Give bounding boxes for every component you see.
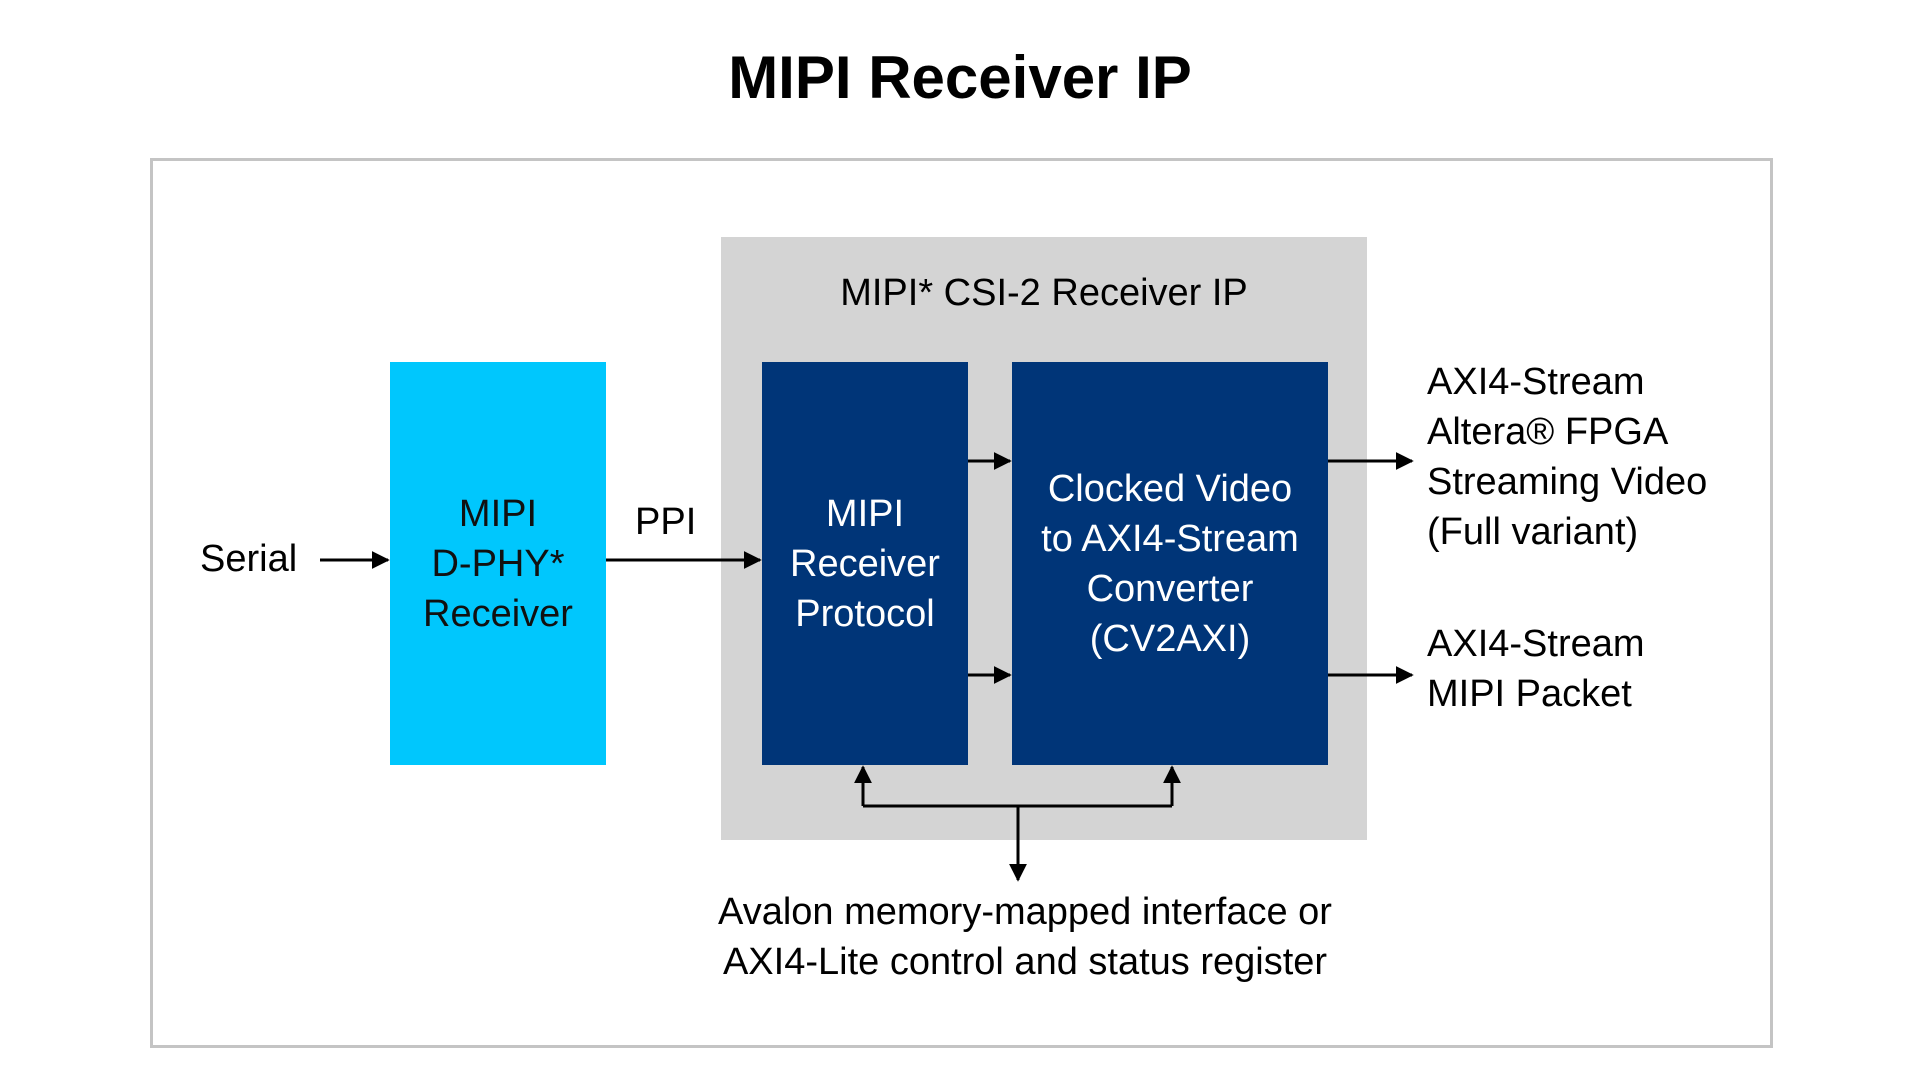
serial-input-label: Serial (200, 538, 298, 580)
dphy-receiver-block: MIPI D-PHY* Receiver (390, 362, 606, 765)
control-bus-label: Avalon memory-mapped interface or AXI4-L… (718, 891, 1332, 983)
mipi-packet-output-label: AXI4-Stream MIPI Packet (1427, 623, 1645, 715)
ppi-label: PPI (635, 501, 697, 543)
receiver-protocol-block: MIPI Receiver Protocol (762, 362, 968, 765)
diagram-frame (150, 158, 1773, 1048)
diagram-title: MIPI Receiver IP (728, 44, 1192, 111)
streaming-video-output-label: AXI4-Stream Altera® FPGA Streaming Video… (1427, 361, 1708, 553)
csi2-receiver-group-title: MIPI* CSI-2 Receiver IP (840, 272, 1248, 314)
cv2axi-converter-block: Clocked Video to AXI4-Stream Converter (… (1012, 362, 1328, 765)
